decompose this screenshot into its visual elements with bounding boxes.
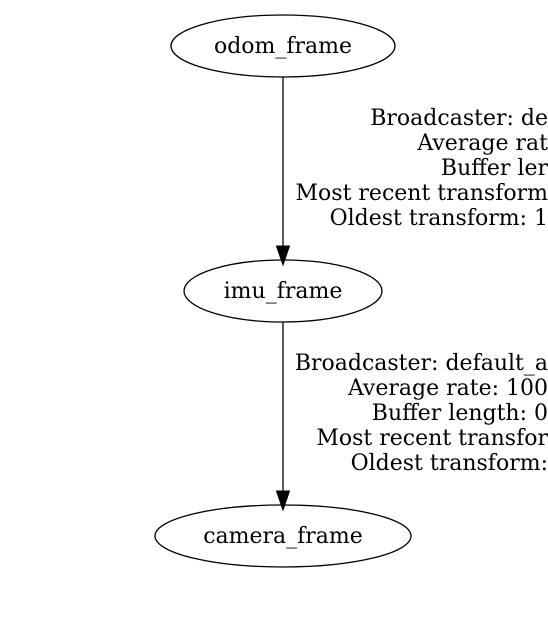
arrowhead-icon: [275, 490, 291, 512]
edge-label-most-recent-transform: Most recent transfor: [316, 426, 548, 451]
node-label: odom_frame: [214, 34, 352, 59]
node-camera-frame: camera_frame: [154, 504, 412, 568]
edge-label-oldest-transform: Oldest transform:: [351, 451, 548, 476]
node-odom-frame: odom_frame: [170, 14, 396, 78]
edge-label-average-rate: Average rat: [416, 131, 548, 156]
edge-label-buffer-length: Buffer ler: [441, 156, 548, 181]
node-label: imu_frame: [224, 279, 343, 304]
edge-label-average-rate: Average rate: 100: [347, 376, 548, 401]
edge-odom-to-imu: Broadcaster: de Average rat Buffer ler M…: [275, 77, 548, 267]
edge-label-oldest-transform: Oldest transform: 1: [330, 206, 548, 231]
edge-label-broadcaster: Broadcaster: de: [370, 106, 548, 131]
edge-label-buffer-length: Buffer length: 0: [372, 401, 548, 426]
node-label: camera_frame: [203, 524, 363, 549]
node-ellipse: [170, 14, 396, 78]
node-imu-frame: imu_frame: [183, 259, 383, 323]
edge-label-broadcaster: Broadcaster: default_a: [295, 351, 548, 376]
arrowhead-icon: [275, 245, 291, 267]
edge-label-most-recent-transform: Most recent transform: [296, 181, 548, 206]
edge-imu-to-camera: Broadcaster: default_a Average rate: 100…: [275, 322, 548, 512]
node-ellipse: [183, 259, 383, 323]
node-ellipse: [154, 504, 412, 568]
